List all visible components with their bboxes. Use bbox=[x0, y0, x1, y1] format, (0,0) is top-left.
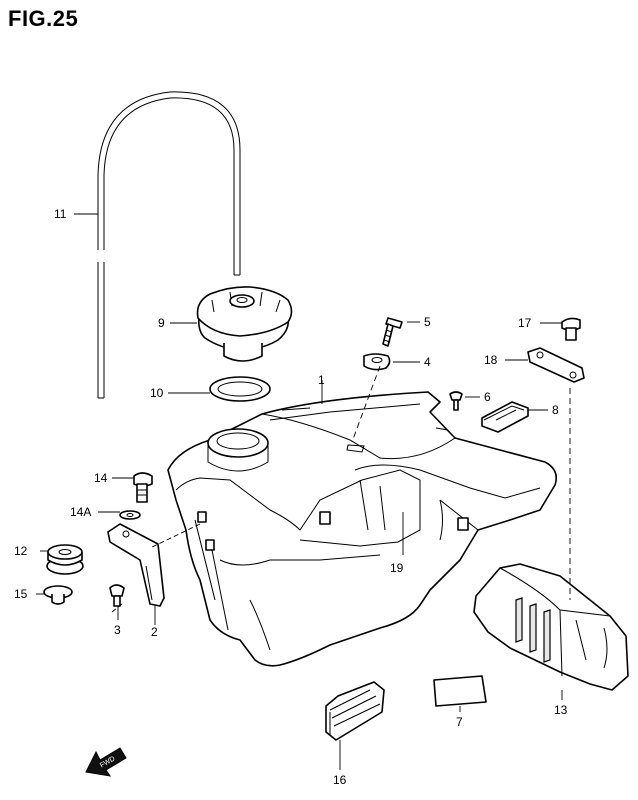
label-8: 8 bbox=[552, 403, 559, 417]
label-17: 17 bbox=[518, 316, 532, 330]
figure-title: FIG.25 bbox=[8, 6, 79, 31]
label-7 bbox=[433, 675, 487, 707]
label-13: 13 bbox=[554, 703, 568, 717]
label-11: 11 bbox=[54, 207, 67, 221]
label-18: 18 bbox=[484, 353, 498, 367]
label-9: 9 bbox=[158, 316, 165, 330]
breather-hose bbox=[97, 91, 241, 399]
bolt-17 bbox=[561, 317, 581, 341]
damper-15 bbox=[43, 585, 73, 605]
side-cover-13 bbox=[473, 563, 629, 691]
screw-6 bbox=[449, 391, 463, 411]
cap-gasket bbox=[209, 376, 271, 402]
cushion-4 bbox=[363, 353, 391, 371]
label-4: 4 bbox=[424, 355, 431, 369]
label-12: 12 bbox=[14, 544, 28, 558]
label-6: 6 bbox=[484, 390, 491, 404]
fuel-cap bbox=[196, 286, 293, 362]
bracket-2 bbox=[107, 523, 165, 607]
clip-8 bbox=[481, 401, 529, 433]
label-14: 14 bbox=[94, 471, 108, 485]
washer-14a bbox=[119, 510, 141, 520]
protector-16 bbox=[325, 681, 385, 741]
fuel-tank bbox=[167, 391, 558, 667]
label-5: 5 bbox=[424, 315, 431, 329]
label-2: 2 bbox=[151, 625, 158, 639]
forward-arrow-icon: FWD bbox=[85, 747, 127, 777]
screw-3 bbox=[109, 584, 125, 607]
label-7: 7 bbox=[456, 715, 463, 729]
bolt-5 bbox=[382, 317, 403, 347]
bolt-14 bbox=[133, 472, 153, 503]
bracket-18 bbox=[527, 347, 585, 383]
label-10: 10 bbox=[150, 386, 164, 400]
label-14a: 14A bbox=[70, 505, 91, 519]
leader-lines bbox=[36, 213, 571, 770]
label-16: 16 bbox=[333, 773, 347, 787]
part-labels: 11 9 10 1 5 4 6 8 17 18 19 14 14A 12 15 … bbox=[14, 207, 568, 787]
label-15: 15 bbox=[14, 587, 28, 601]
label-19: 19 bbox=[390, 561, 404, 575]
grommet-12 bbox=[46, 544, 84, 575]
label-3: 3 bbox=[114, 623, 121, 637]
label-1: 1 bbox=[318, 373, 325, 387]
